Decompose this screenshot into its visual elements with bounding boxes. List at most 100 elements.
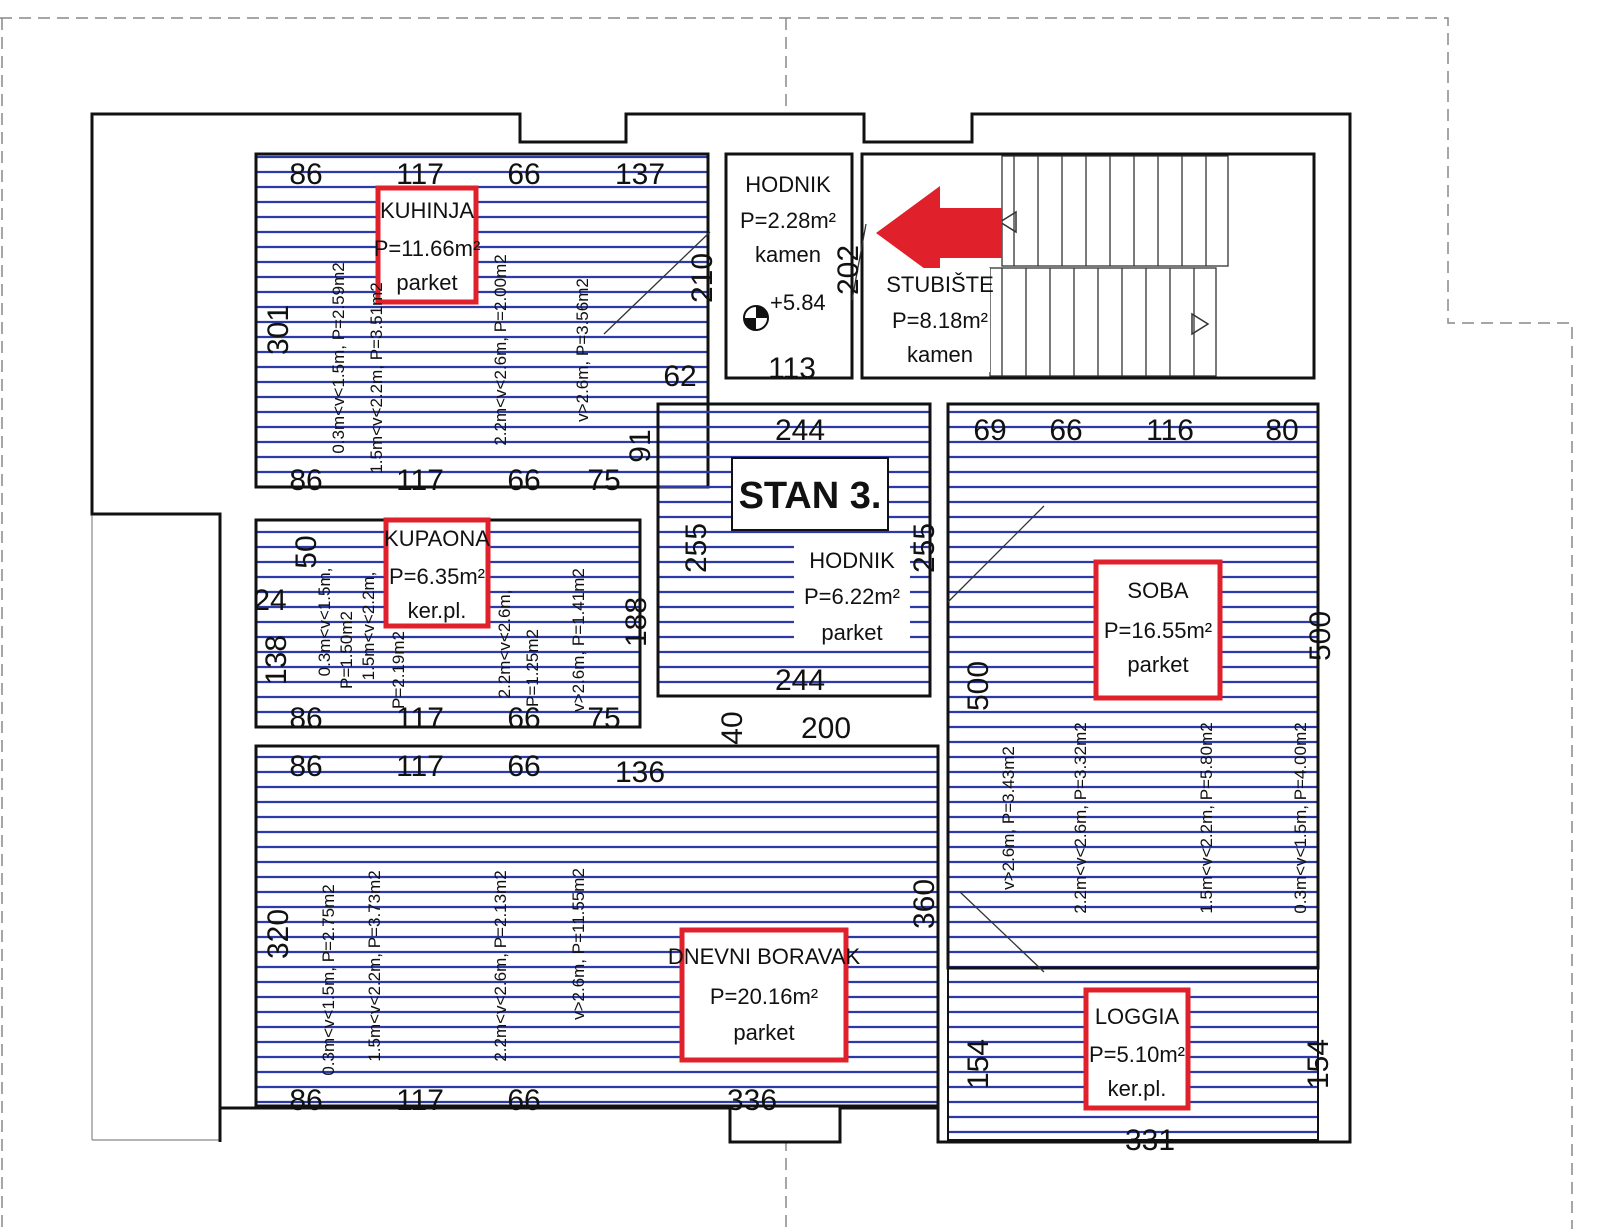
hodnik-area: P=6.22m² — [804, 584, 900, 609]
loggia-name: LOGGIA — [1095, 1004, 1180, 1029]
stubiste-area: P=8.18m² — [892, 308, 988, 333]
stair-arrow-down — [1191, 312, 1210, 336]
hodnik-top-area: P=2.28m² — [740, 208, 836, 233]
loggia-highlight — [1083, 987, 1191, 1111]
dim-label: 62 — [663, 360, 696, 393]
dim-label: 117 — [396, 1084, 444, 1117]
dim-label: 154 — [1302, 1039, 1335, 1089]
dim-label: 138 — [260, 635, 293, 685]
dnevni-floor: parket — [733, 1020, 794, 1045]
dim-label: 80 — [1265, 414, 1298, 447]
dim-label: 86 — [289, 1084, 322, 1117]
title-box — [731, 457, 889, 531]
dim-label: 50 — [290, 535, 323, 568]
hodnik-floor: parket — [821, 620, 882, 645]
dim-label: 301 — [262, 305, 295, 355]
dim-label: 86 — [289, 464, 322, 497]
dim-label: 116 — [1146, 414, 1194, 447]
stubiste-name: STUBIŠTE — [886, 272, 994, 297]
kuhinja-floor: parket — [396, 270, 457, 295]
dim-label: 500 — [962, 661, 995, 711]
dim-label: 66 — [507, 750, 540, 783]
dim-label: 75 — [587, 702, 620, 735]
dim-label: 117 — [396, 750, 444, 783]
dim-label: 320 — [262, 909, 295, 959]
height-zone-label: 1.5m<v<2.2m, P=3.51m2 — [367, 282, 386, 473]
dim-label: 40 — [716, 711, 749, 744]
height-zone-label: v>2.6m, P=3.43m2 — [999, 746, 1018, 890]
height-zone-label: P=1.50m2 — [337, 611, 356, 689]
dim-label: 500 — [1304, 611, 1337, 661]
height-zone-label: v>2.6m, P=1.41m2 — [569, 568, 588, 712]
dim-label: 154 — [962, 1039, 995, 1089]
dim-label: 255 — [908, 523, 941, 573]
height-zone-label: 2.2m<v<2.6m, P=2.00m2 — [491, 254, 510, 445]
height-zone-label: v>2.6m, P=3.56m2 — [573, 278, 592, 422]
dim-label: 75 — [587, 464, 620, 497]
height-zone-label: 2.2m<v<2.6m, — [495, 590, 514, 699]
dim-label: 69 — [973, 414, 1006, 447]
dim-label: 66 — [507, 1084, 540, 1117]
soba-name: SOBA — [1127, 578, 1188, 603]
dim-label: 117 — [396, 702, 444, 735]
dim-label: 255 — [680, 523, 713, 573]
dim-label: 66 — [507, 158, 540, 191]
kupaona-floor: ker.pl. — [408, 598, 467, 623]
height-zone-label: 1.5m<v<2.2m, P=3.73m2 — [365, 870, 384, 1061]
kupaona-area: P=6.35m² — [389, 564, 485, 589]
dim-label: 66 — [507, 464, 540, 497]
soba-area: P=16.55m² — [1104, 618, 1212, 643]
dim-label: 66 — [1049, 414, 1082, 447]
dim-label: 113 — [768, 352, 816, 385]
height-zone-label: 2.2m<v<2.6m, P=2.13m2 — [491, 870, 510, 1061]
height-zone-label: 0.3m<v<1.5m, P=2.75m2 — [319, 884, 338, 1075]
property-boundary — [0, 17, 1573, 1229]
height-zone-label: 1.5m<v<2.2m, — [359, 572, 378, 681]
height-zone-label: 1.5m<v<2.2m, P=5.80m2 — [1197, 722, 1216, 913]
kuhinja-name: KUHINJA — [380, 198, 474, 223]
dim-label: 91 — [624, 429, 657, 462]
height-zone-label: 0.3m<v<1.5m, P=2.59m2 — [329, 262, 348, 453]
soba-floor: parket — [1127, 652, 1188, 677]
dim-label: 86 — [289, 750, 322, 783]
kuhinja-highlight — [375, 185, 479, 305]
dim-label: 244 — [775, 664, 825, 697]
level-label: +5.84 — [770, 290, 826, 315]
kuhinja-hatch — [254, 152, 710, 489]
stubiste-floor: kamen — [907, 342, 973, 367]
dim-label: 360 — [908, 879, 941, 929]
dim-label: 136 — [615, 756, 665, 789]
height-zone-label: 2.2m<v<2.6m, P=3.32m2 — [1071, 722, 1090, 913]
apartment-title: STAN 3. — [739, 475, 882, 517]
hodnik-name: HODNIK — [809, 548, 895, 573]
dim-label: 188 — [620, 597, 653, 647]
dim-label: 137 — [615, 158, 665, 191]
height-zone-label: P=2.19m2 — [389, 631, 408, 709]
dim-label: 66 — [507, 702, 540, 735]
height-zone-label: 0.3m<v<1.5m, — [315, 568, 334, 677]
hodnik-top-floor: kamen — [755, 242, 821, 267]
dim-label: 200 — [801, 712, 851, 745]
height-zone-label: 0.3m<v<1.5m, P=4.00m2 — [1291, 722, 1310, 913]
dim-label: 202 — [832, 245, 865, 295]
dim-label: 244 — [775, 414, 825, 447]
dim-label: 117 — [396, 464, 444, 497]
dnevni-area: P=20.16m² — [710, 984, 818, 1009]
door-swings — [603, 223, 1045, 973]
stair-arrow-up — [998, 210, 1017, 234]
height-zone-label: P=1.25m2 — [523, 629, 542, 707]
dim-label: 117 — [396, 158, 444, 191]
dim-label: 331 — [1125, 1124, 1175, 1157]
hodnik-top-name: HODNIK — [745, 172, 831, 197]
dim-label: 24 — [253, 584, 286, 617]
dim-label: 86 — [289, 158, 322, 191]
soba-highlight — [1093, 559, 1223, 701]
dim-label: 86 — [289, 702, 322, 735]
dim-label: 336 — [727, 1084, 777, 1117]
entrance-arrow-icon — [876, 186, 1002, 280]
kupaona-highlight — [383, 517, 491, 629]
loggia-floor: ker.pl. — [1108, 1076, 1167, 1101]
kuhinja-area: P=11.66m² — [374, 236, 481, 261]
dnevni-highlight — [679, 927, 849, 1063]
